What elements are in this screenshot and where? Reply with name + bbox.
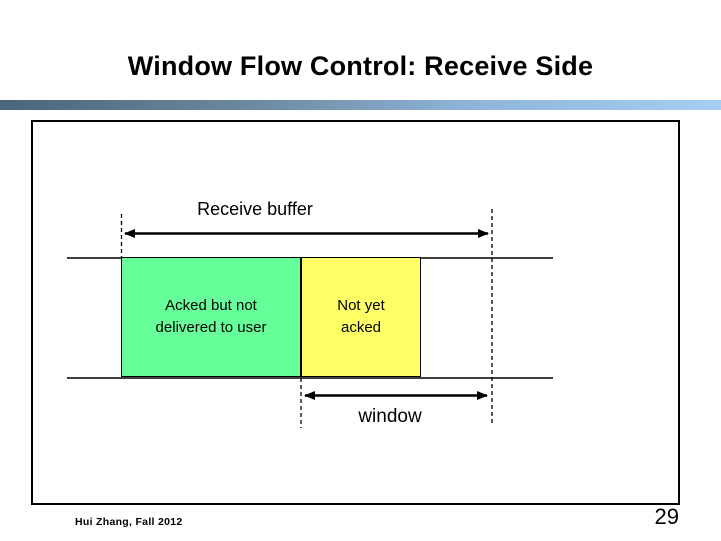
not-yet-acked-box: Not yet acked: [301, 257, 421, 377]
page-title: Window Flow Control: Receive Side: [127, 51, 594, 81]
acked-box: Acked but not delivered to user: [121, 257, 301, 377]
title-divider-bar: [0, 100, 721, 110]
acked-box-label-line2: delivered to user: [155, 319, 267, 336]
not-yet-acked-box-label-line1: Not yet: [337, 297, 385, 314]
not-yet-acked-box-label-line2: acked: [340, 319, 382, 336]
receive-buffer-label: Receive buffer: [197, 199, 313, 219]
window-label: window: [358, 406, 422, 427]
acked-box-label-line1: Acked but not: [165, 297, 257, 314]
page-number: 29: [654, 504, 679, 529]
footer-credit: Hui Zhang, Fall 2012: [75, 516, 183, 528]
